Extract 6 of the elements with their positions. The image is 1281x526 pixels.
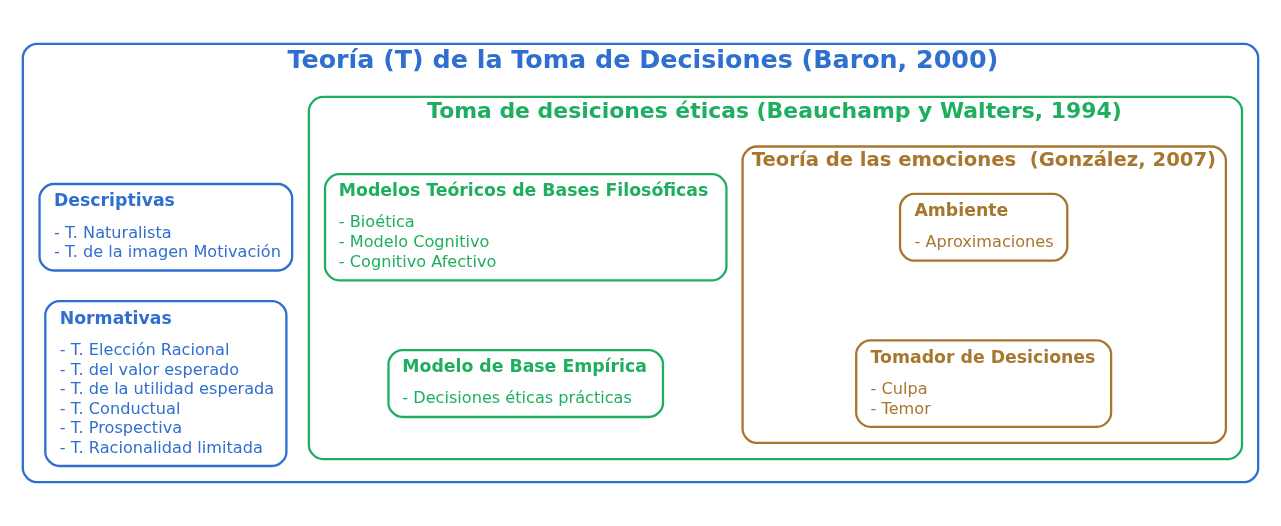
node-box: Ambiente - Aproximaciones [898,192,1069,262]
node-box: Tomador de Desiciones - Culpa - Temor [855,339,1113,428]
node-box: Modelo de Base Empírica - Decisiones éticas prácticas [387,348,665,419]
node-box: Descriptivas - T. Naturalista - T. de la imagen Motivación [38,182,294,272]
node-box: Normativas - T. Elección Racional - T. del valor esperado - T. de la utilidad esperada - T. Conductual - T. Prospectiva - T. Racionalidad limitada [44,299,288,468]
node-box: Modelos Teóricos de Bases Filosóficas - Bioética - Modelo Cognitivo - Cognitivo Afectivo [323,173,728,282]
